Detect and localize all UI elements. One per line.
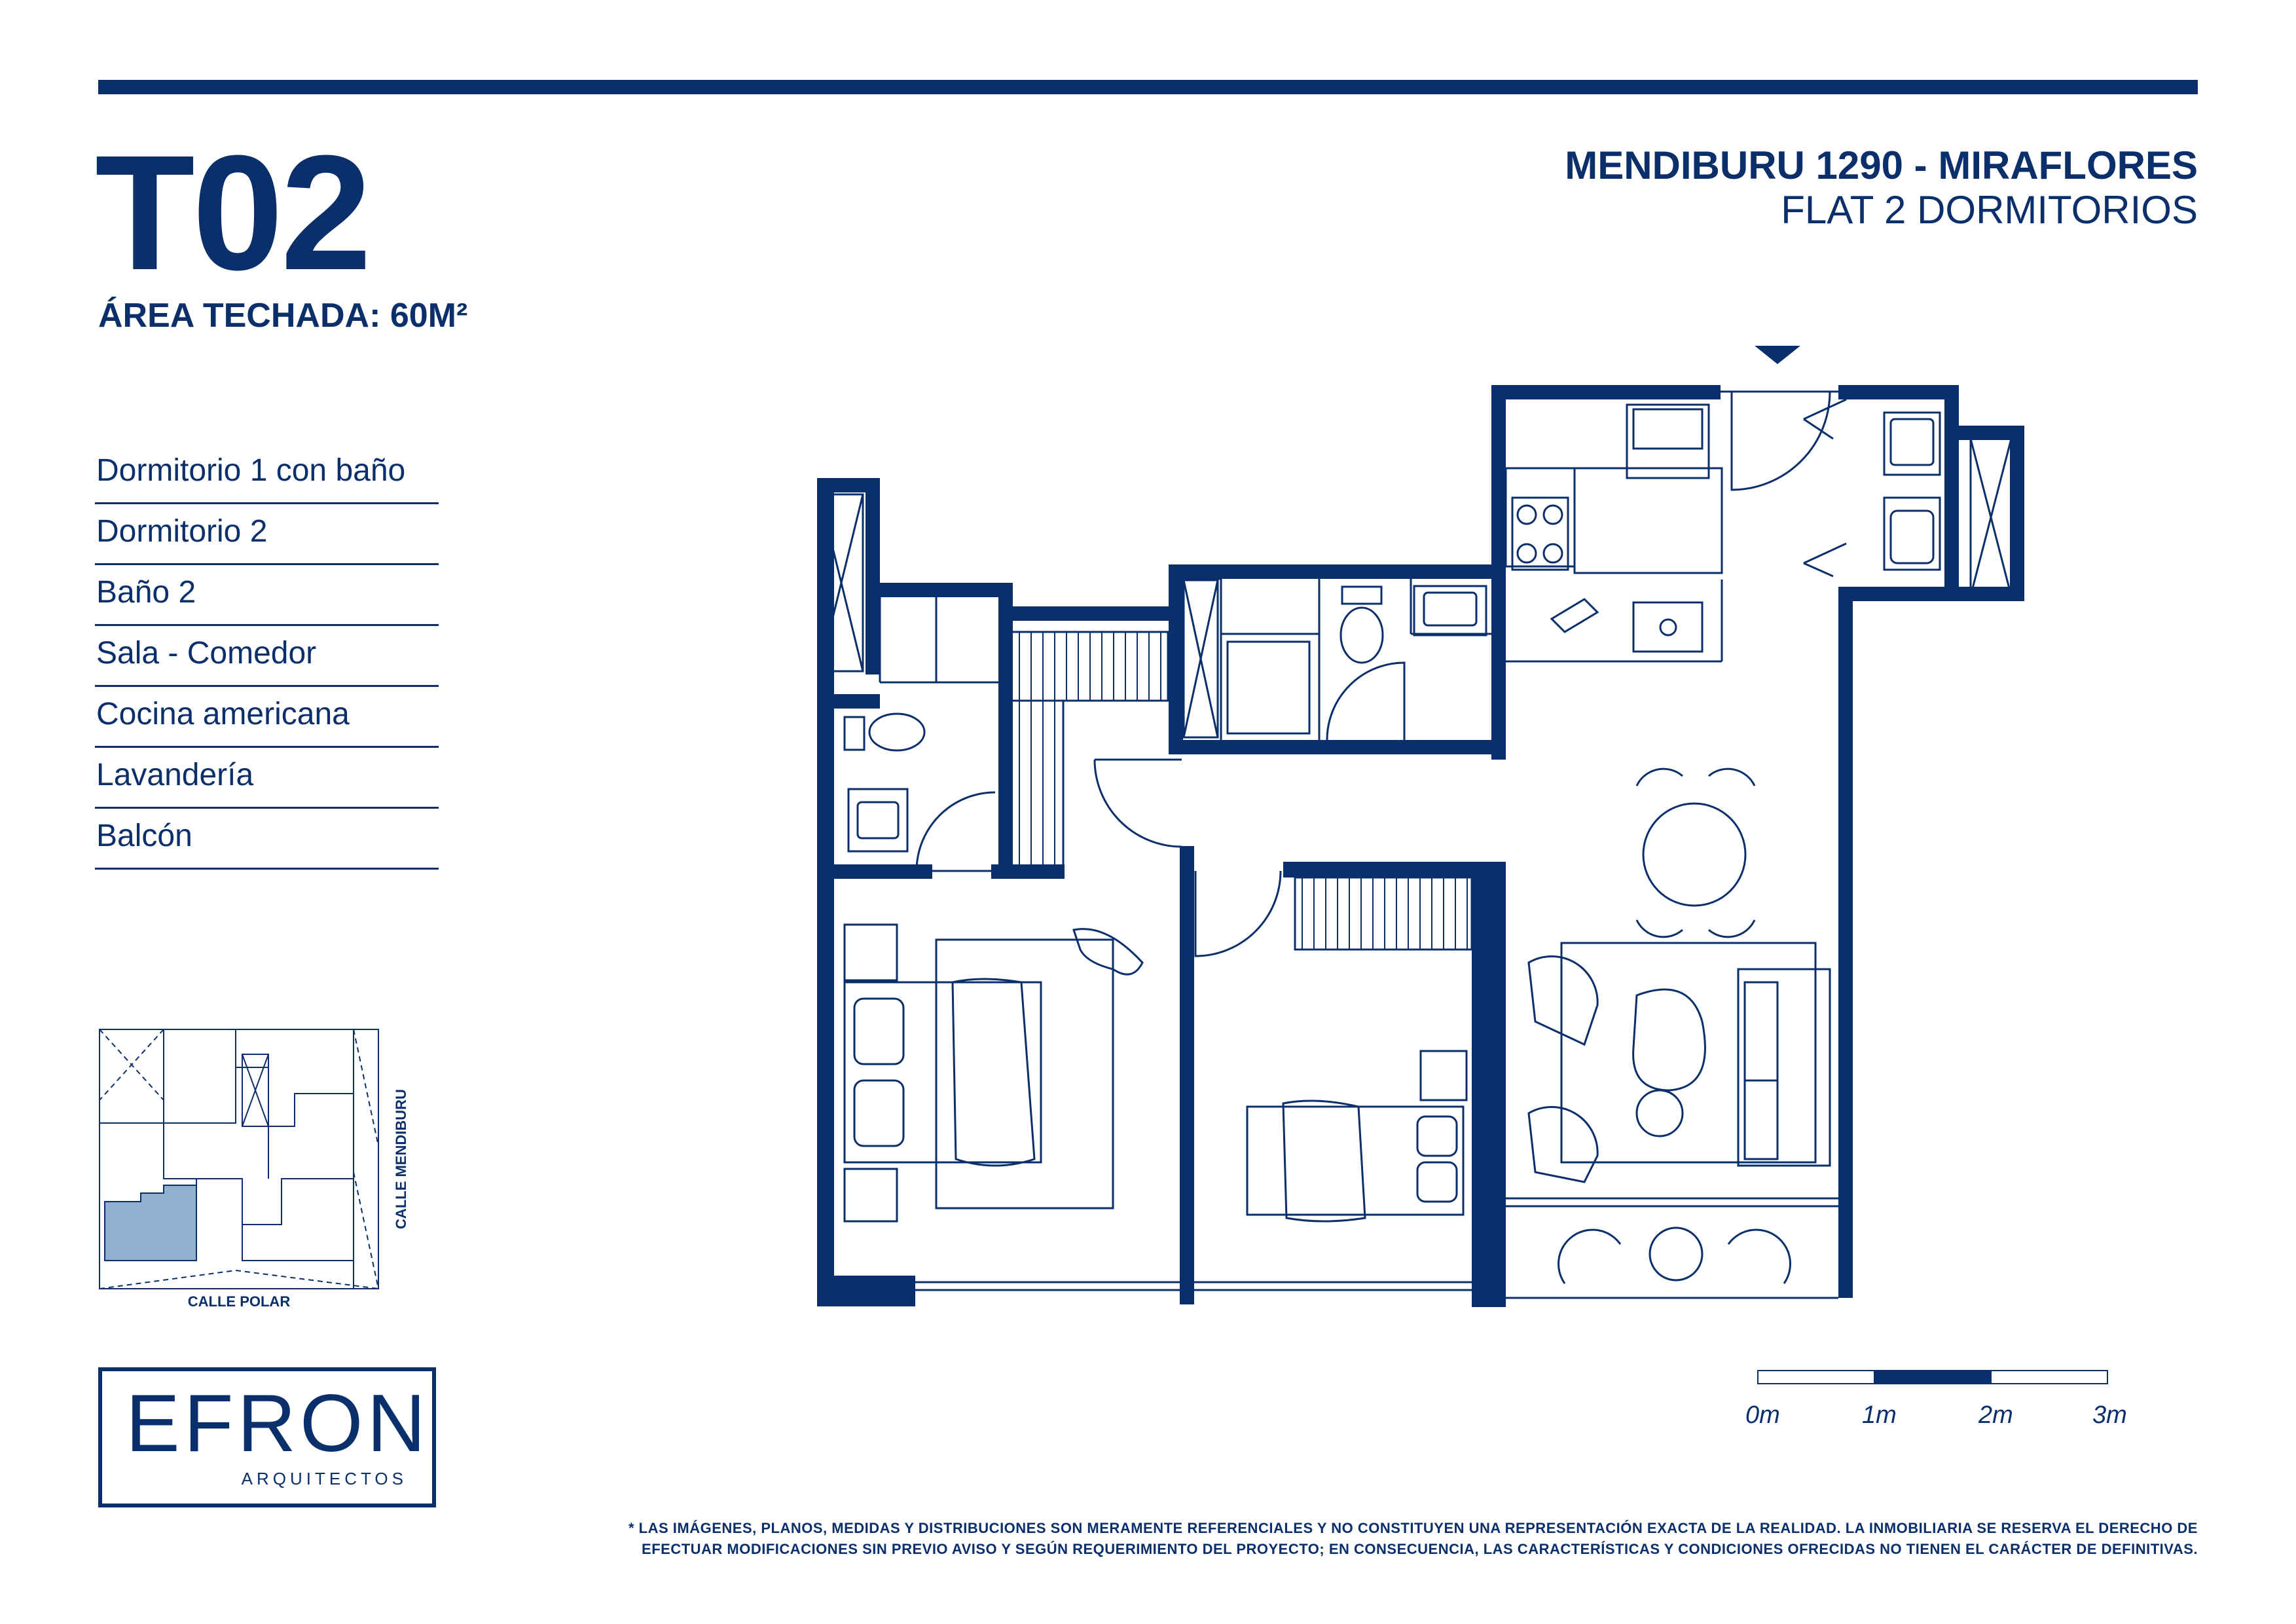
- scale-label: 3m: [2092, 1401, 2127, 1429]
- street-mendiburu: CALLE MENDIBURU: [393, 1089, 409, 1229]
- feature-item: Dormitorio 2: [95, 506, 439, 565]
- scale-label: 1m: [1862, 1401, 1897, 1429]
- feature-item: Lavandería: [95, 750, 439, 809]
- dining: [1635, 767, 1756, 938]
- feature-item: Baño 2: [95, 567, 439, 626]
- doors: [915, 391, 1847, 957]
- area-label: ÁREA TECHADA: 60M²: [98, 297, 468, 335]
- top-rule: [98, 80, 2198, 94]
- feature-list: Dormitorio 1 con baño Dormitorio 2 Baño …: [95, 445, 439, 872]
- bathrooms: [843, 585, 1487, 853]
- balcony: [1558, 1227, 1791, 1284]
- feature-item: Sala - Comedor: [95, 628, 439, 687]
- feature-item: Dormitorio 1 con baño: [95, 445, 439, 504]
- unit-code: T02: [95, 121, 372, 304]
- feature-item: Balcón: [95, 811, 439, 870]
- scale-label: 0m: [1745, 1401, 1780, 1429]
- project-type: FLAT 2 DORMITORIOS: [1781, 188, 2198, 232]
- bedroom-1: [843, 923, 1144, 1223]
- key-plan: CALLE MENDIBURU CALLE POLAR: [99, 1029, 409, 1310]
- company-logo: EFRON ARQUITECTOS: [98, 1367, 436, 1507]
- logo-subtitle: ARQUITECTOS: [241, 1469, 407, 1488]
- walls: [817, 385, 2024, 1307]
- entry-arrow-icon: [1755, 346, 1800, 364]
- bedroom-2: [1246, 1050, 1468, 1223]
- disclaimer: * LAS IMÁGENES, PLANOS, MEDIDAS Y DISTRI…: [587, 1518, 2198, 1560]
- feature-item: Cocina americana: [95, 689, 439, 748]
- disclaimer-line: EFECTUAR MODIFICACIONES SIN PREVIO AVISO…: [642, 1541, 2198, 1557]
- logo-wordmark: EFRON: [126, 1378, 429, 1469]
- living: [1527, 942, 1831, 1183]
- kitchen: [1511, 403, 1710, 653]
- project-name: MENDIBURU 1290 - MIRAFLORES: [1565, 143, 2198, 187]
- street-polar: CALLE POLAR: [188, 1293, 291, 1310]
- disclaimer-line: * LAS IMÁGENES, PLANOS, MEDIDAS Y DISTRI…: [628, 1520, 2198, 1536]
- unit-highlight: [104, 1185, 197, 1261]
- laundry: [1883, 411, 1941, 571]
- scale-bar: [1757, 1370, 2108, 1384]
- stairs: [1010, 631, 1473, 951]
- scale-label: 2m: [1978, 1401, 2013, 1429]
